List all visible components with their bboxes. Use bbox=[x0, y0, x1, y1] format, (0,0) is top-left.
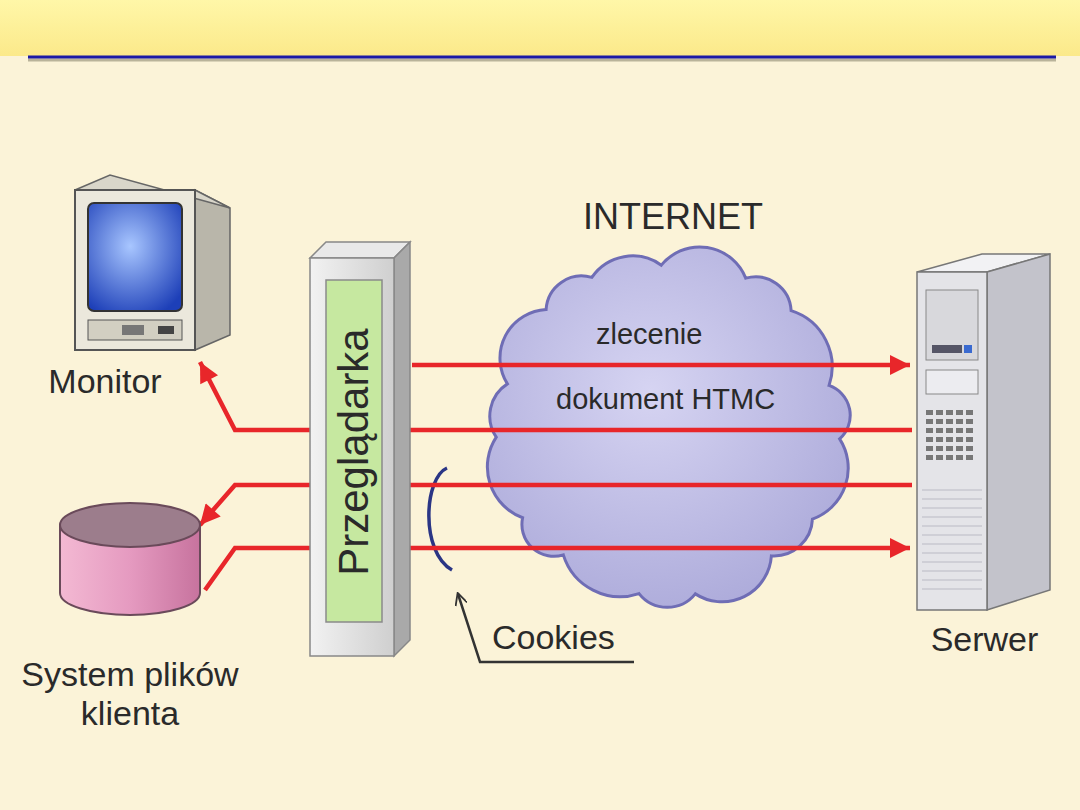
rule-shadow bbox=[28, 59, 1056, 62]
internet-cloud bbox=[487, 247, 850, 607]
arrow-connector bbox=[200, 362, 912, 430]
diagram-node: Monitor bbox=[30, 170, 245, 415]
node-label: System plików klienta bbox=[10, 655, 250, 733]
edge-label: dokument HTMC bbox=[556, 383, 775, 416]
internet-label: INTERNET bbox=[583, 196, 763, 238]
arrow-connector bbox=[412, 363, 910, 368]
arrow-connector bbox=[200, 485, 912, 525]
title-band bbox=[0, 0, 1080, 56]
title-rule bbox=[28, 56, 1056, 59]
cookies-label: Cookies bbox=[492, 618, 615, 657]
diagram-node: Serwer bbox=[912, 250, 1059, 670]
cookie-leader bbox=[458, 594, 634, 662]
node-label: Serwer bbox=[912, 620, 1057, 659]
edge-label: zlecenie bbox=[596, 318, 702, 351]
diagram-node: Przeglądarka bbox=[310, 240, 412, 658]
server-icon bbox=[912, 250, 1057, 670]
diagram-node: System plików klienta bbox=[10, 500, 252, 752]
node-label: Monitor bbox=[30, 362, 180, 401]
browser-label: Przeglądarka bbox=[330, 328, 378, 575]
